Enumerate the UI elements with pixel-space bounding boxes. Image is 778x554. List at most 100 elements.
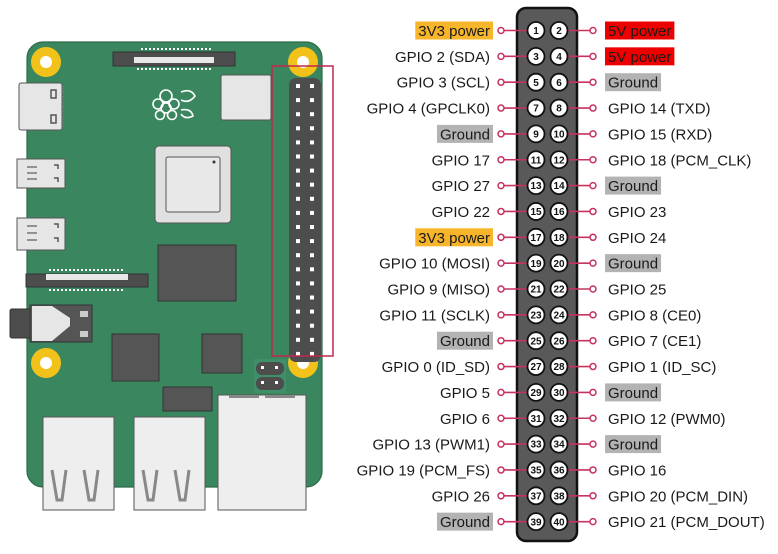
mounting-hole-top-right [288,47,318,77]
pin-label-highlight [605,47,675,66]
pin-36[interactable]: 36 GPIO 16 [549,460,667,479]
board-header-pin [310,295,314,300]
pin-connector-dot [497,26,505,35]
pin-connector-dot [589,414,597,422]
pin-connector-dot [497,388,505,397]
pin-37[interactable]: 37 GPIO 26 [432,486,546,505]
pin-label: GPIO 24 [608,230,666,247]
pin-number: 32 [553,414,565,425]
pin-number: 17 [530,233,542,244]
pin-label: Ground [608,75,658,92]
pin-5[interactable]: 5 GPIO 3 (SCL) [397,72,546,92]
pin-label: Ground [608,437,658,454]
board-header-pin [296,112,300,117]
pin-connector-dot [589,207,597,216]
pin-35[interactable]: 35 GPIO 19 (PCM_FS) [357,460,546,479]
pin-label: GPIO 26 [432,488,490,505]
pin-connector-dot [497,52,505,61]
pin-11[interactable]: 11 GPIO 17 [432,150,546,169]
gpio-highlight-box [271,65,334,357]
pin-connector-dot [497,181,505,190]
pin-circle [549,46,569,66]
pin-label: GPIO 6 [440,411,490,428]
audio-jack [9,304,93,343]
pin-circle [549,512,569,532]
pin-circle [549,98,569,118]
pin-connector-dot [497,259,505,267]
board-header-pin [310,225,314,229]
ethernet-port [217,394,307,511]
pin-number: 11 [531,155,542,166]
pin-connector-dot [497,492,505,500]
pin-circle [526,46,546,66]
pin-label-highlight [605,21,675,40]
pin-label: GPIO 17 [432,152,490,169]
pin-label: GPIO 20 (PCM_DIN) [608,488,748,505]
pin-label: Ground [608,385,658,402]
pin-number: 5 [533,78,539,89]
pin-circle [526,382,546,402]
pin-label-highlight [605,176,662,195]
pin-number: 16 [553,207,565,218]
pin-number: 4 [556,52,562,63]
pin-number: 35 [530,466,542,477]
pin-label: GPIO 22 [432,204,490,221]
pin-circle [549,357,569,376]
pin-number: 40 [553,517,565,528]
pin-label: Ground [440,514,490,531]
pin-circle [549,202,569,221]
pin-number: 36 [553,466,565,477]
pin-number: 14 [553,181,565,192]
pin-connector-dot [589,259,597,267]
pin-label: 5V power [608,49,671,66]
pin-label-highlight [605,435,662,454]
board-header-pin [296,225,300,229]
pin-connector-dot [497,466,505,474]
pin-circle [549,176,569,196]
pin-label: GPIO 3 (SCL) [397,75,490,92]
pin-label: GPIO 19 (PCM_FS) [357,462,490,479]
board-header-pin [296,337,300,342]
pin-4[interactable]: 4 5V power [549,46,675,66]
pin-number: 37 [530,491,542,502]
pin-label: GPIO 16 [608,462,666,479]
board-header-pin [310,140,314,145]
board-header-pin [296,154,300,159]
board-header-body [289,78,321,362]
pin-label: GPIO 25 [608,282,666,299]
